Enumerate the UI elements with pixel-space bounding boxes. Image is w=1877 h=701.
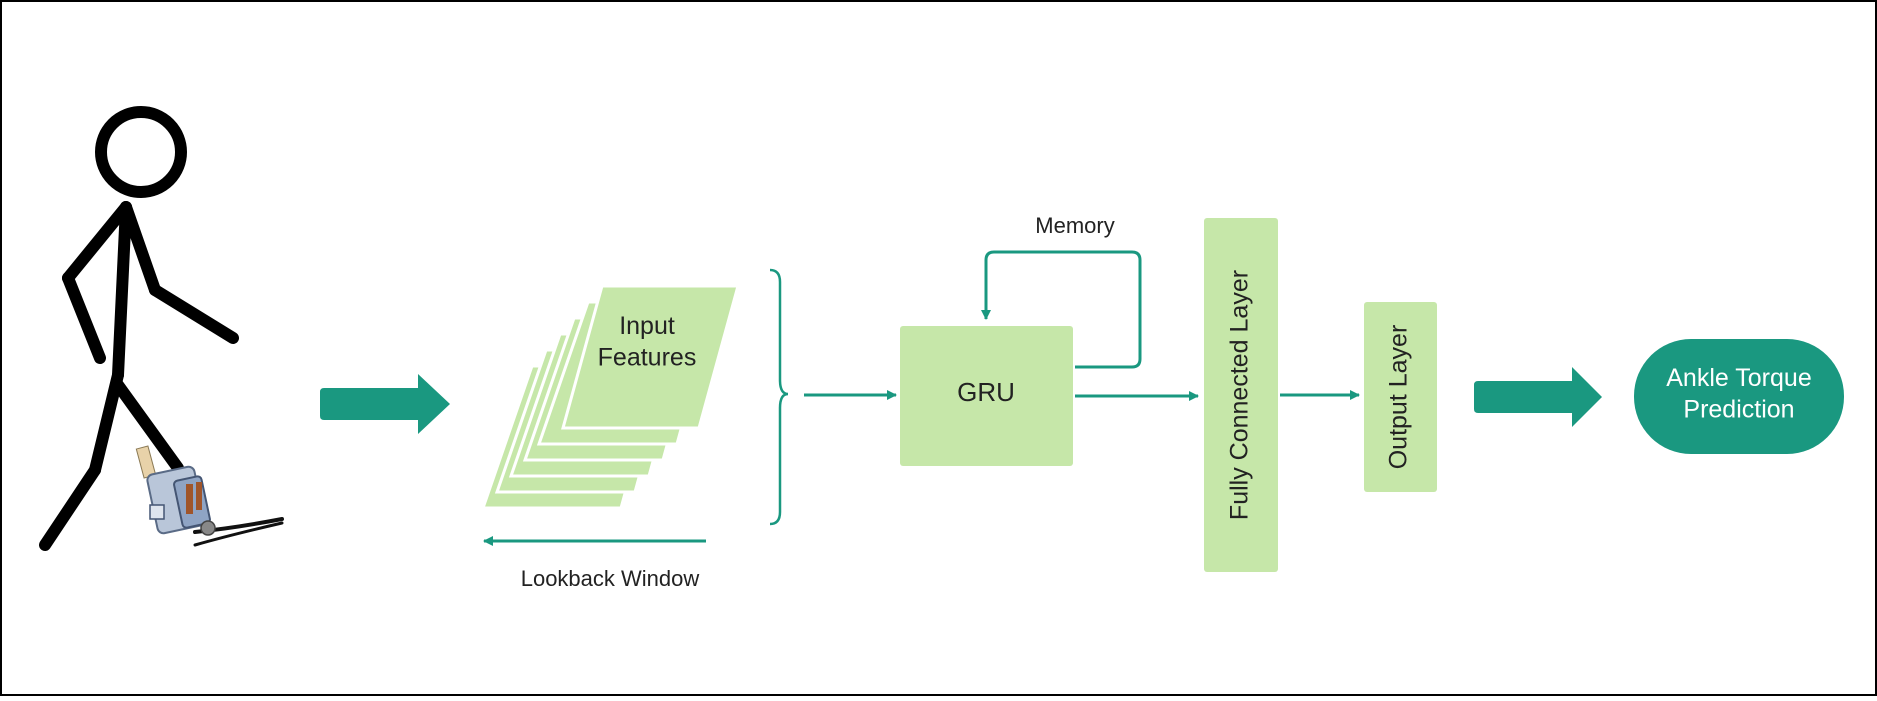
right-arrow-icon xyxy=(1474,367,1602,427)
ankle-torque-node xyxy=(1634,339,1844,454)
input-features-stack xyxy=(480,284,740,510)
memory-loop xyxy=(981,250,1142,369)
lookback-brace xyxy=(769,268,789,526)
output-layer-label: Output Layer xyxy=(1385,325,1413,470)
bottom-band xyxy=(0,638,1877,696)
top-band xyxy=(0,0,1877,58)
fc-layer-label: Fully Connected Layer xyxy=(1226,270,1254,520)
memory-label: Memory xyxy=(1035,213,1114,238)
stick-figure-icon xyxy=(39,106,239,551)
right-arrow-icon xyxy=(320,374,450,434)
ankle-exoskeleton-icon xyxy=(135,445,284,547)
lookback-label: Lookback Window xyxy=(521,566,700,591)
gru-box xyxy=(900,326,1073,466)
output-layer-box xyxy=(1364,302,1437,492)
gru-label: GRU xyxy=(957,377,1015,407)
fc-layer-box xyxy=(1204,218,1278,572)
